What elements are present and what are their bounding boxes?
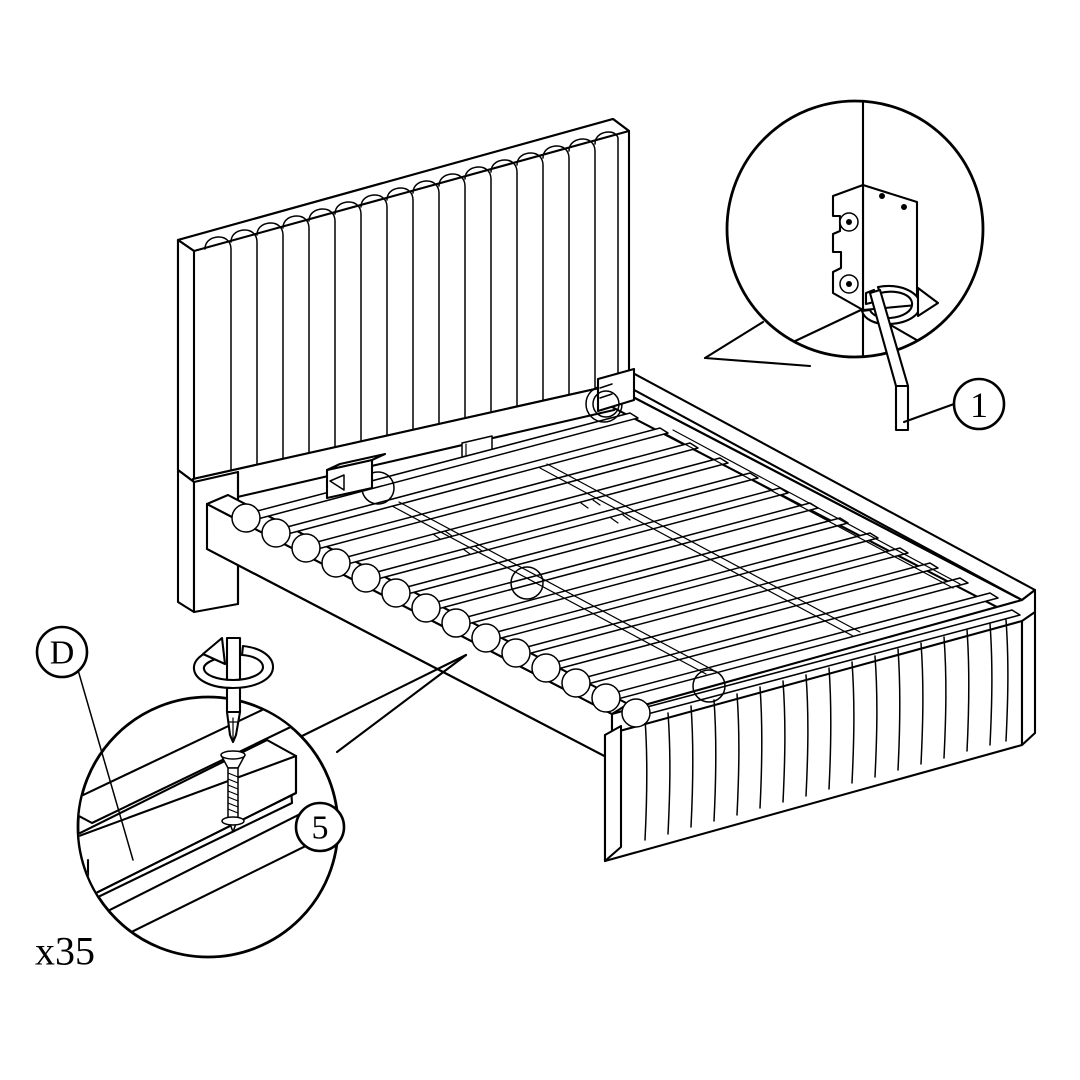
support-foot-top bbox=[325, 452, 387, 472]
callout-detail-D[interactable]: D bbox=[35, 625, 134, 861]
corner-bracket-plate bbox=[596, 367, 636, 413]
callout-5-label: 5 bbox=[312, 810, 329, 847]
bracket-screw-dot bbox=[879, 193, 885, 199]
footboard-right-end bbox=[1020, 610, 1037, 747]
corner-bracket-assembly bbox=[592, 367, 636, 418]
hex-allen-key bbox=[868, 288, 910, 432]
slat bbox=[501, 547, 909, 668]
slat-set bbox=[231, 412, 1021, 728]
callout-part-5[interactable]: 5 bbox=[294, 801, 346, 853]
screw-threads bbox=[227, 772, 239, 814]
left-leg-outer bbox=[176, 468, 196, 614]
slat-base bbox=[231, 385, 1021, 728]
callout-1-label: 1 bbox=[970, 385, 988, 425]
slat bbox=[381, 487, 789, 608]
callout-D-label: D bbox=[50, 635, 75, 672]
screw-head-top bbox=[220, 750, 246, 760]
quantity-label-screws: x35 bbox=[35, 929, 95, 974]
footboard-channel-ribs bbox=[644, 619, 1009, 841]
screw-tip-collar bbox=[221, 816, 245, 826]
slat bbox=[561, 577, 969, 698]
headboard-left-edge bbox=[176, 238, 196, 484]
slat-cross-straps bbox=[391, 429, 961, 675]
bracket-hook-lower bbox=[839, 274, 859, 294]
rotation-arrowhead bbox=[916, 286, 940, 318]
detail-screw-leader-line-2 bbox=[335, 653, 468, 754]
bracket-screw-dot bbox=[901, 204, 907, 210]
slat bbox=[321, 457, 729, 578]
rotation-arrow-screwdriver bbox=[192, 636, 275, 690]
rotation-arrow-hexkey bbox=[860, 285, 940, 326]
slat bbox=[621, 609, 1021, 728]
wood-screw bbox=[220, 750, 246, 833]
screwdriver-shaft bbox=[225, 636, 242, 714]
callout-D-leader bbox=[77, 669, 134, 861]
detail-view-screw bbox=[76, 636, 468, 959]
detail-screw-leader-line bbox=[298, 653, 468, 739]
headboard-channel-ribs bbox=[204, 131, 619, 480]
rotation-arrowhead bbox=[201, 636, 227, 666]
detail-bracket-leader-line-2 bbox=[703, 356, 812, 368]
bed-frame-assembly bbox=[176, 117, 1037, 863]
callout-1-circle bbox=[952, 377, 1006, 431]
callout-part-1[interactable]: 1 bbox=[902, 377, 1006, 431]
slat bbox=[591, 592, 999, 713]
detail-bracket-leader-line bbox=[703, 320, 765, 360]
callout-1-leader bbox=[902, 402, 956, 424]
callout-D-circle bbox=[35, 625, 89, 679]
bracket-hook-upper bbox=[839, 212, 859, 232]
slat-strap-connectors bbox=[432, 499, 631, 555]
slat bbox=[531, 562, 939, 683]
phillips-screwdriver bbox=[225, 636, 242, 744]
slat bbox=[351, 472, 759, 593]
slat bbox=[291, 442, 699, 563]
center-support-foot bbox=[325, 452, 387, 500]
footboard-left-end bbox=[603, 724, 623, 863]
slat bbox=[261, 427, 669, 548]
callout-5-circle bbox=[294, 801, 346, 853]
